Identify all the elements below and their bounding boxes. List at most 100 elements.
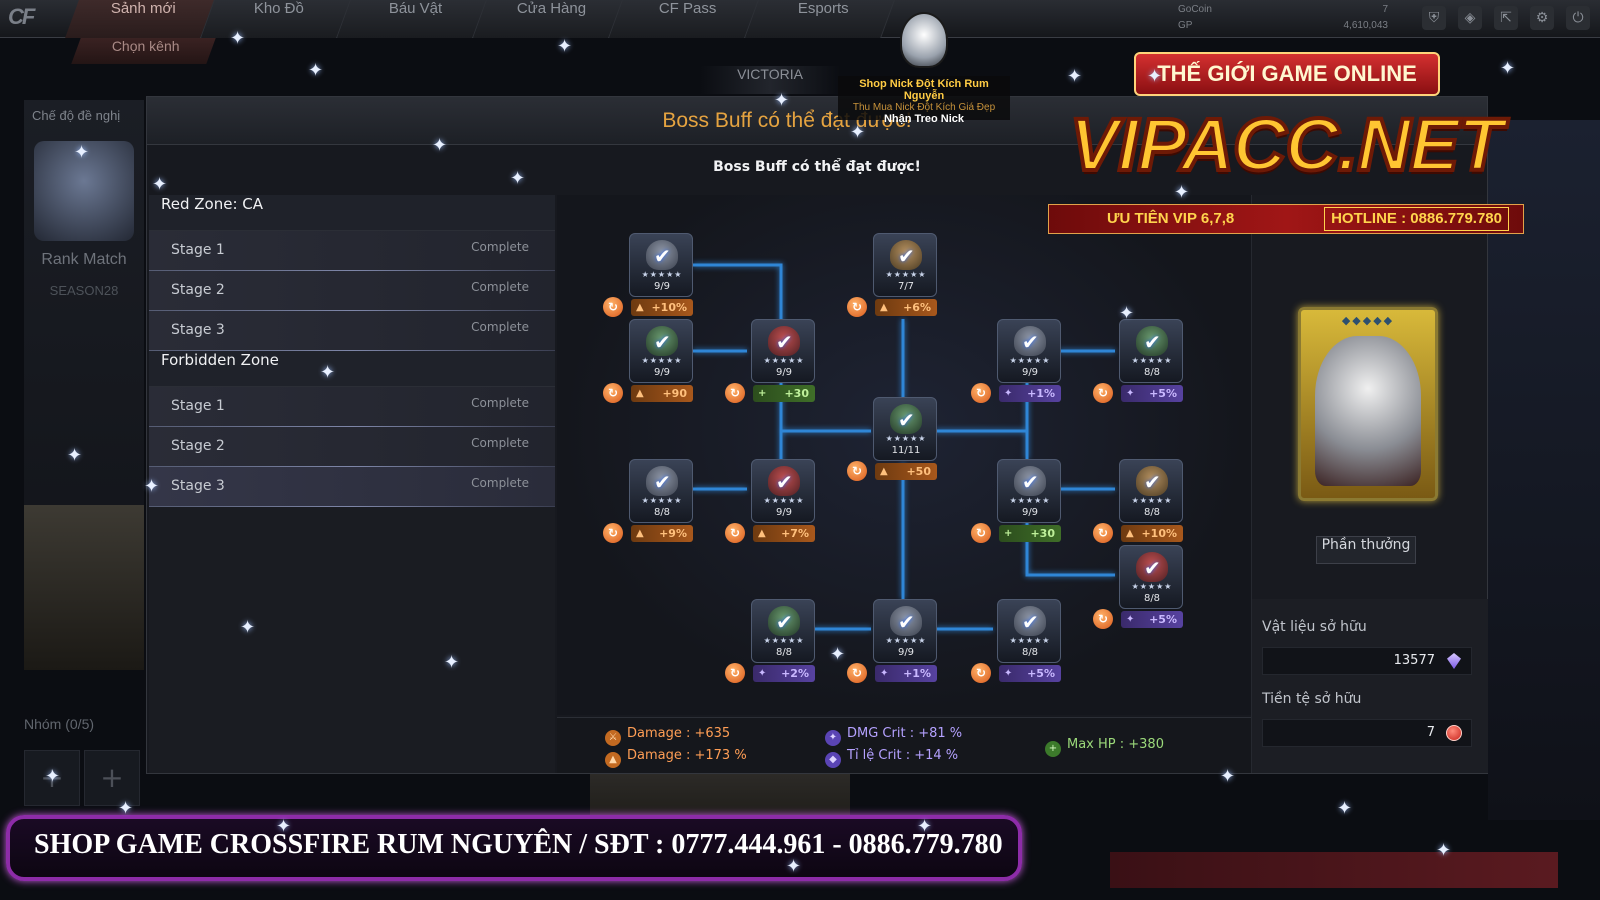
- stage-label: Stage 1: [171, 242, 225, 258]
- stat-damage-flat: ⚔Damage : +635: [605, 726, 730, 746]
- star-rating: ★★★★★: [1131, 582, 1173, 591]
- boss-portrait: [1014, 326, 1046, 356]
- buff-value: +1%: [1027, 387, 1055, 400]
- boss-node[interactable]: ✔★★★★★8/8: [1119, 319, 1183, 383]
- buff-type-icon: ✦: [880, 668, 889, 679]
- node-progress: 8/8: [1143, 507, 1161, 518]
- boss-node[interactable]: ✔★★★★★8/8: [629, 459, 693, 523]
- buff-badge: ▲+90: [631, 385, 693, 402]
- boss-buff-modal: Boss Buff có thể đạt được! Boss Buff có …: [146, 96, 1488, 774]
- plus-icon: +: [1045, 741, 1061, 757]
- modal-header: [147, 97, 1487, 145]
- check-icon: ✔: [898, 244, 915, 268]
- refresh-icon[interactable]: ↻: [725, 523, 745, 543]
- refresh-icon[interactable]: ↻: [847, 663, 867, 683]
- boss-portrait: [768, 466, 800, 496]
- buff-type-icon: ▲: [880, 466, 888, 477]
- refresh-icon[interactable]: ↻: [603, 383, 623, 403]
- stage-item[interactable]: Stage 1 Complete: [149, 387, 555, 427]
- zone-header: Forbidden Zone: [149, 351, 555, 387]
- stage-list: Red Zone: CA Stage 1 Complete Stage 2 Co…: [149, 195, 555, 773]
- sparkle-icon: ✦: [786, 856, 802, 877]
- stage-item[interactable]: Stage 1 Complete: [149, 231, 555, 271]
- watermark-vip: ƯU TIÊN VIP 6,7,8: [1107, 210, 1235, 227]
- clan-icon[interactable]: ⛨: [1422, 6, 1446, 30]
- refresh-icon[interactable]: ↻: [603, 297, 623, 317]
- buff-badge: ✦+1%: [999, 385, 1061, 402]
- stage-item[interactable]: Stage 3 Complete: [149, 311, 555, 351]
- stage-label: Stage 2: [171, 438, 225, 454]
- buff-value: +30: [1030, 527, 1055, 540]
- sparkle-icon: ✦: [74, 142, 90, 163]
- refresh-icon[interactable]: ↻: [725, 663, 745, 683]
- boss-node[interactable]: ✔★★★★★9/9: [751, 459, 815, 523]
- refresh-icon[interactable]: ↻: [971, 383, 991, 403]
- refresh-icon[interactable]: ↻: [1093, 609, 1113, 629]
- refresh-icon[interactable]: ↻: [847, 297, 867, 317]
- main-nav: Sảnh mới Kho Đồ Báu Vật Cửa Hàng CF Pass…: [65, 0, 895, 38]
- top-icons: ⛨ ◈ ⇱ ⚙ ⏻: [1422, 6, 1590, 30]
- boss-node[interactable]: ✔★★★★★11/11: [873, 397, 937, 461]
- vipacc-watermark: THẾ GIỚI GAME ONLINE VIPACC.NET ƯU TIÊN …: [1036, 48, 1536, 244]
- boss-node[interactable]: ✔★★★★★9/9: [997, 459, 1061, 523]
- buff-value: +6%: [903, 301, 931, 314]
- refresh-icon[interactable]: ↻: [1093, 523, 1113, 543]
- boss-node[interactable]: ✔★★★★★8/8: [751, 599, 815, 663]
- sparkle-icon: ✦: [45, 766, 61, 787]
- stage-item[interactable]: Stage 2 Complete: [149, 271, 555, 311]
- node-progress: 9/9: [653, 367, 671, 378]
- refresh-icon[interactable]: ↻: [971, 663, 991, 683]
- sparkle-icon: ✦: [1220, 766, 1236, 787]
- crossfire-logo[interactable]: CF: [8, 4, 35, 29]
- node-progress: 9/9: [775, 367, 793, 378]
- refresh-icon[interactable]: ↻: [847, 461, 867, 481]
- nav-treasure[interactable]: Báu Vật: [337, 0, 487, 38]
- nav-channel-select[interactable]: Chọn kênh: [71, 38, 216, 64]
- boss-portrait: [1136, 326, 1168, 356]
- check-icon: ✔: [654, 330, 671, 354]
- boss-node[interactable]: ✔★★★★★9/9: [873, 599, 937, 663]
- sparkle-icon: ✦: [432, 135, 448, 156]
- boss-node[interactable]: ✔★★★★★8/8: [997, 599, 1061, 663]
- crit-icon: ✦: [825, 730, 841, 746]
- refresh-icon[interactable]: ↻: [971, 523, 991, 543]
- damage-icon: ⚔: [605, 730, 621, 746]
- boss-node[interactable]: ✔★★★★★8/8: [1119, 545, 1183, 609]
- watermark-banner: THẾ GIỚI GAME ONLINE: [1134, 52, 1440, 96]
- refresh-icon[interactable]: ↻: [603, 523, 623, 543]
- shield-icon[interactable]: ◈: [1458, 6, 1482, 30]
- exit-icon[interactable]: ⇱: [1494, 6, 1518, 30]
- boss-node[interactable]: ✔★★★★★9/9: [997, 319, 1061, 383]
- power-icon[interactable]: ⏻: [1566, 6, 1590, 30]
- buff-type-icon: ✦: [1126, 614, 1135, 625]
- refresh-icon[interactable]: ↻: [725, 383, 745, 403]
- nav-inventory[interactable]: Kho Đồ: [201, 0, 351, 38]
- refresh-icon[interactable]: ↻: [1093, 383, 1113, 403]
- star-rating: ★★★★★: [641, 356, 683, 365]
- boss-node[interactable]: ✔★★★★★9/9: [629, 233, 693, 297]
- soldier-portrait: [24, 505, 144, 670]
- node-progress: 9/9: [897, 647, 915, 658]
- boss-node[interactable]: ✔ ★★★★★ 9/9: [629, 319, 693, 383]
- buff-type-icon: ✦: [1004, 668, 1013, 679]
- boss-node[interactable]: ✔★★★★★7/7: [873, 233, 937, 297]
- gem-icon: [1447, 653, 1461, 669]
- boss-node[interactable]: ✔★★★★★8/8: [1119, 459, 1183, 523]
- buff-type-icon: +: [758, 388, 767, 399]
- buff-value: +50: [906, 465, 931, 478]
- stage-item[interactable]: Stage 2 Complete: [149, 427, 555, 467]
- group-slot[interactable]: +: [24, 750, 80, 806]
- stage-item-selected[interactable]: Stage 3 Complete: [149, 467, 555, 507]
- boss-node[interactable]: ✔★★★★★9/9: [751, 319, 815, 383]
- reward-button[interactable]: Phần thưởng: [1316, 536, 1416, 564]
- rank-label[interactable]: Rank Match: [41, 251, 127, 268]
- star-rating: ★★★★★: [885, 434, 927, 443]
- reward-character-card[interactable]: ◆◆◆◆◆: [1298, 307, 1438, 501]
- nav-esports[interactable]: Esports: [745, 0, 895, 38]
- check-icon: ✔: [898, 610, 915, 634]
- nav-lobby[interactable]: Sảnh mới: [65, 0, 215, 38]
- nav-cf-pass[interactable]: CF Pass: [609, 0, 759, 38]
- gear-icon[interactable]: ⚙: [1530, 6, 1554, 30]
- group-slot[interactable]: +: [84, 750, 140, 806]
- nav-shop[interactable]: Cửa Hàng: [473, 0, 623, 38]
